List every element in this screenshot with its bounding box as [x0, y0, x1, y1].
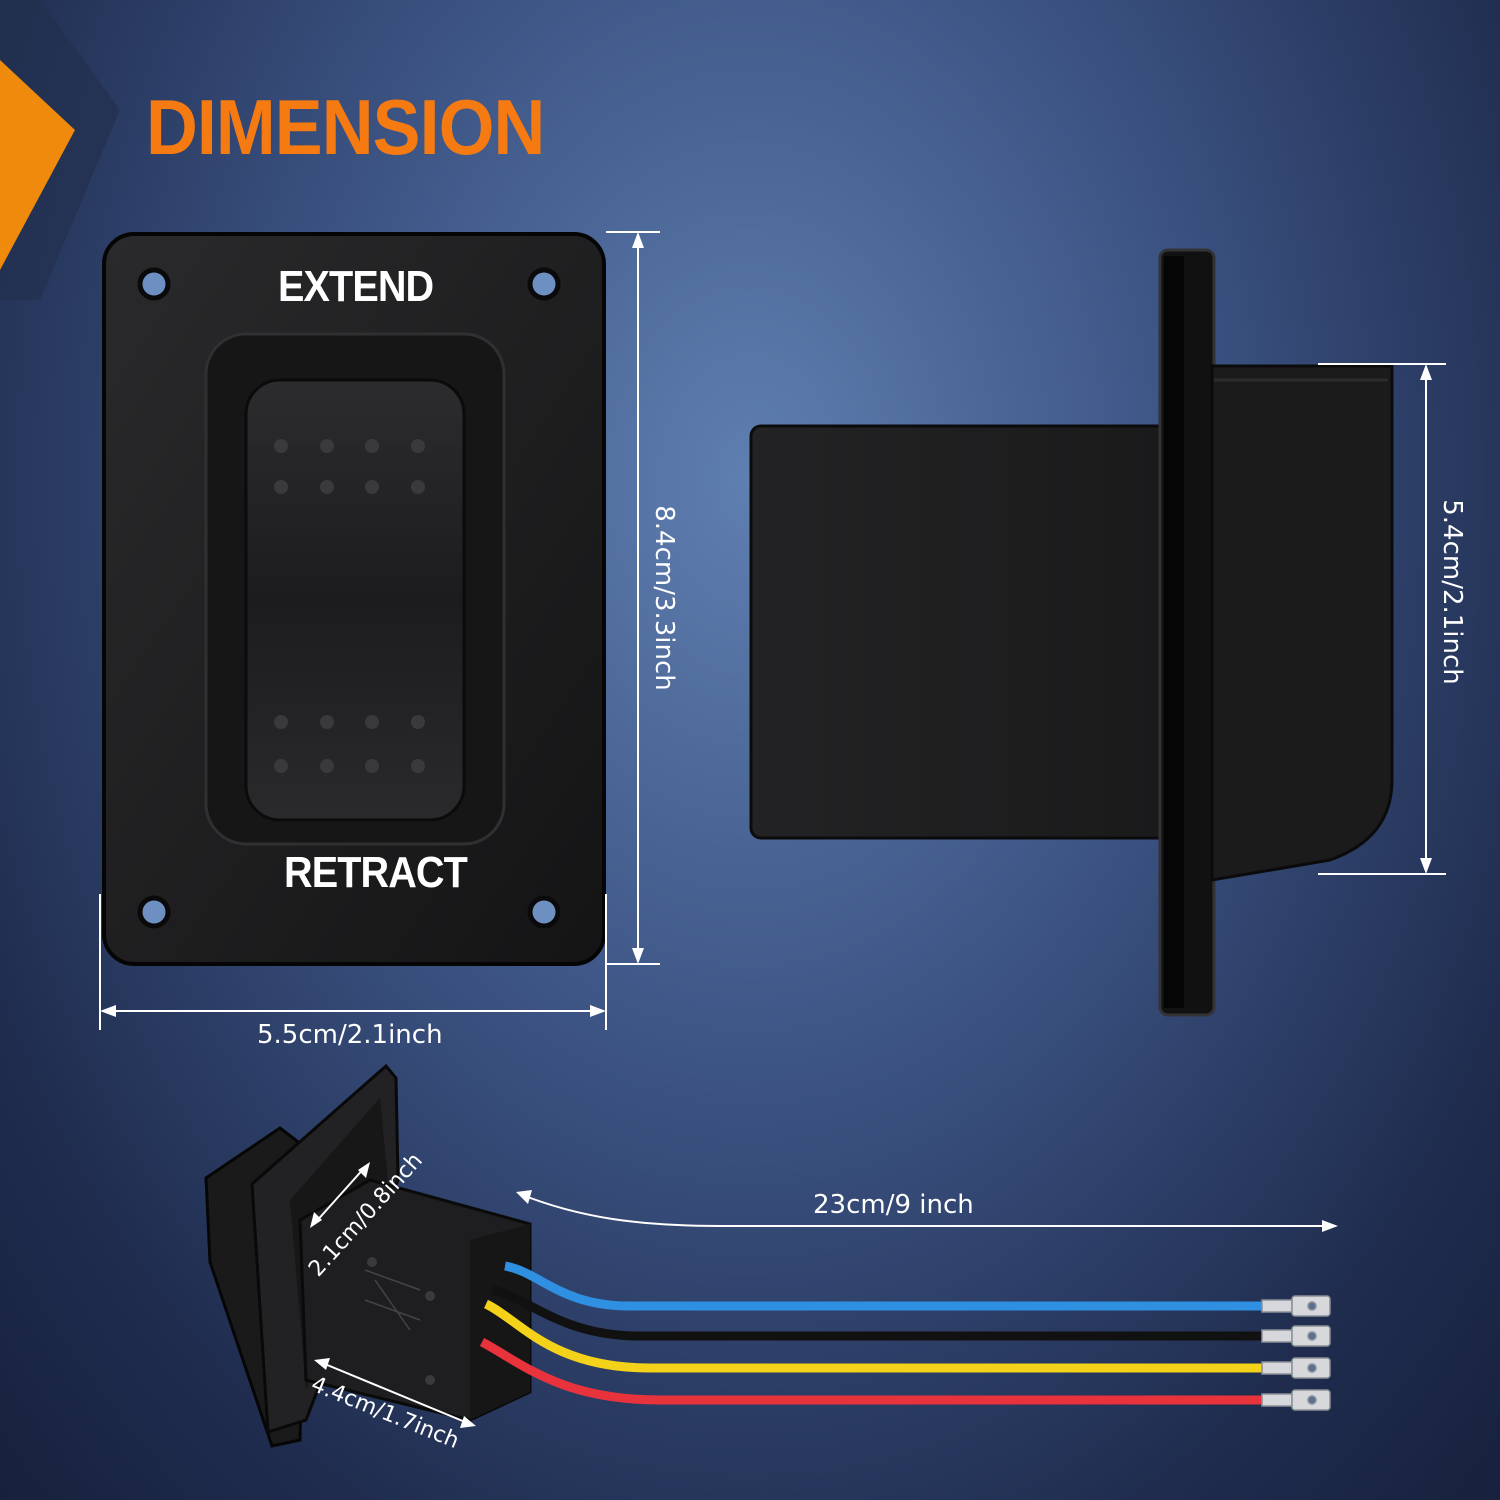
extend-label: EXTEND: [278, 262, 434, 311]
rocker-dots-bottom: [274, 715, 425, 773]
width-label: 5.5cm/2.1inch: [257, 1020, 443, 1050]
page-title: DIMENSION: [146, 83, 545, 171]
wire-length-dimension-line: [516, 1190, 1338, 1232]
width-dimension-line: [99, 894, 607, 1030]
wire-red: [479, 1338, 1262, 1405]
screw-hole-tr: [527, 267, 561, 301]
screw-hole-tl: [137, 267, 171, 301]
wire-yellow: [483, 1299, 1262, 1373]
rocker-switch: [244, 378, 466, 822]
retract-label: RETRACT: [284, 848, 468, 897]
screw-hole-br: [527, 895, 561, 929]
depth-dimension-line-a: [310, 1162, 370, 1228]
rocker-dots-top: [274, 439, 425, 494]
switch-body-rear: [1210, 364, 1394, 882]
wire-length-label: 23cm/9 inch: [813, 1190, 974, 1220]
wire-black: [490, 1285, 1262, 1341]
wire-terminals: [1261, 1295, 1331, 1411]
screw-hole-bl: [137, 895, 171, 929]
depth-dimension-line-b: [314, 1358, 476, 1428]
height-dimension-line: [606, 231, 660, 965]
body-height-dimension-line: [1318, 363, 1446, 875]
wire-blue: [504, 1261, 1262, 1311]
